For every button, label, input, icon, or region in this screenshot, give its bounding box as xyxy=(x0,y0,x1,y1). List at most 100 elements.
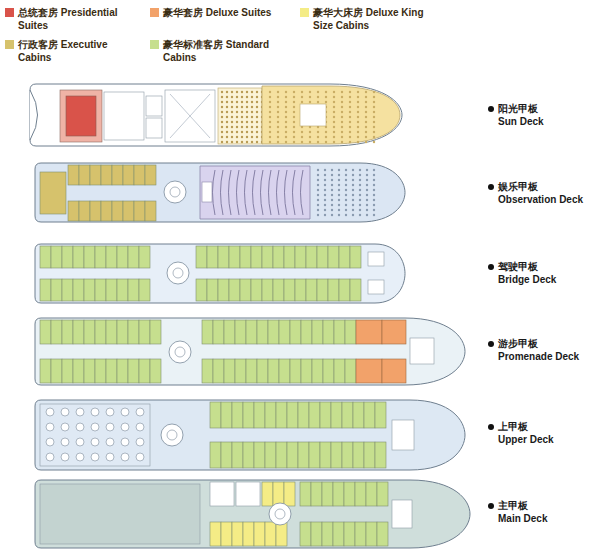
seat xyxy=(226,111,228,113)
cabin xyxy=(366,522,377,546)
seat xyxy=(345,174,347,176)
cabin xyxy=(235,359,246,383)
cabin xyxy=(229,279,240,301)
seat xyxy=(246,101,248,103)
cabin xyxy=(95,279,106,301)
room xyxy=(218,88,262,144)
cabin xyxy=(246,359,257,383)
seat xyxy=(231,96,233,98)
table xyxy=(76,423,84,431)
seat xyxy=(317,179,319,181)
cabin xyxy=(202,320,213,344)
seat xyxy=(373,199,375,201)
stair xyxy=(269,503,291,525)
room xyxy=(368,280,384,294)
cabin xyxy=(339,279,350,301)
cabin xyxy=(112,201,123,221)
cabin xyxy=(79,201,90,221)
cabin xyxy=(68,165,79,185)
seat xyxy=(231,131,233,133)
seat xyxy=(317,209,319,211)
seat xyxy=(373,121,375,123)
legend-text: 豪华套房 Deluxe Suites xyxy=(163,6,278,19)
legend-swatch xyxy=(300,8,309,17)
seat xyxy=(345,189,347,191)
cabin xyxy=(232,402,243,428)
seat xyxy=(333,111,335,113)
seat xyxy=(317,189,319,191)
table xyxy=(121,453,129,461)
seat xyxy=(331,204,333,206)
seat xyxy=(366,214,368,216)
seat xyxy=(349,141,351,143)
cabin xyxy=(333,482,344,506)
seat xyxy=(285,101,287,103)
seat xyxy=(293,126,295,128)
cabin xyxy=(353,442,364,468)
seat-row xyxy=(221,170,224,215)
seat xyxy=(317,204,319,206)
seat xyxy=(221,126,223,128)
cabin xyxy=(150,320,161,344)
seat xyxy=(285,106,287,108)
seat xyxy=(236,116,238,118)
cabin xyxy=(51,359,62,383)
seat xyxy=(359,174,361,176)
deck-name: Observation Deck xyxy=(498,194,583,206)
seat xyxy=(333,106,335,108)
seat xyxy=(352,189,354,191)
seat xyxy=(226,96,228,98)
deck-hull xyxy=(35,163,405,222)
table xyxy=(106,438,114,446)
cabin xyxy=(207,279,218,301)
seat xyxy=(345,199,347,201)
seat xyxy=(331,199,333,201)
deck-name: 上甲板 xyxy=(498,421,528,433)
deck-bullet xyxy=(488,106,494,112)
seat xyxy=(285,141,287,143)
seat xyxy=(357,126,359,128)
seat xyxy=(359,204,361,206)
seat xyxy=(241,111,243,113)
seat xyxy=(317,131,319,133)
cabin xyxy=(145,165,156,185)
cabin xyxy=(139,246,150,268)
table xyxy=(76,408,84,416)
seat xyxy=(338,194,340,196)
cabin xyxy=(257,320,268,344)
cabin xyxy=(145,201,156,221)
cabin xyxy=(311,482,322,506)
table xyxy=(136,438,144,446)
seat xyxy=(324,174,326,176)
table xyxy=(106,453,114,461)
cabin xyxy=(276,442,287,468)
cabin xyxy=(73,320,84,344)
cabin xyxy=(232,522,243,546)
seat xyxy=(241,126,243,128)
seat xyxy=(373,189,375,191)
cabin xyxy=(284,246,295,268)
cabin xyxy=(210,442,221,468)
seat xyxy=(333,96,335,98)
seat xyxy=(317,184,319,186)
seat xyxy=(357,96,359,98)
seat xyxy=(269,116,271,118)
cabin xyxy=(268,320,279,344)
cabin xyxy=(243,522,254,546)
table xyxy=(136,453,144,461)
seat xyxy=(352,184,354,186)
seat xyxy=(331,214,333,216)
stair xyxy=(167,262,189,284)
seat xyxy=(221,101,223,103)
seat xyxy=(293,116,295,118)
seat-row xyxy=(253,170,256,215)
table xyxy=(121,438,129,446)
cabin xyxy=(295,279,306,301)
deck-name: 游步甲板 xyxy=(498,338,538,350)
seat xyxy=(359,184,361,186)
cabin xyxy=(331,402,342,428)
legend-swatch xyxy=(5,8,14,17)
seat-row xyxy=(213,170,216,215)
seat xyxy=(338,209,340,211)
stair xyxy=(169,341,191,363)
